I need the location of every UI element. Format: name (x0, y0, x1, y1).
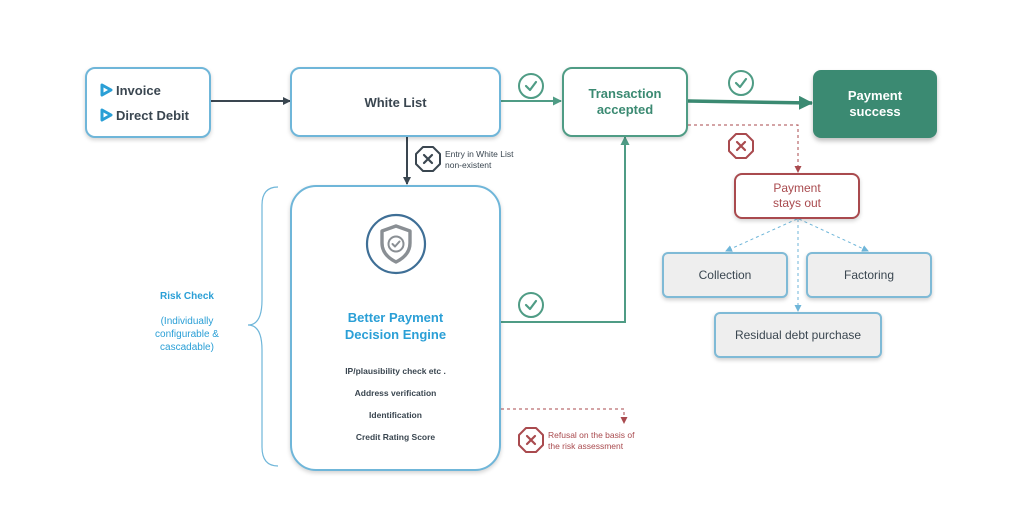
arrow-engine-to-transaction (501, 136, 630, 323)
payment-success-line1: Payment (847, 88, 903, 103)
residual-debt-label: Residual debt purchase (734, 328, 862, 342)
risk-check-brace (247, 186, 279, 467)
white-list-box: White List (290, 67, 501, 137)
engine-checks-list: IP/plausibility check etc . Address veri… (345, 365, 446, 453)
arrow-engine-to-refusal (501, 408, 628, 424)
whitelist-note-line2: non-existent (445, 160, 492, 170)
engine-title-line2: Decision Engine (344, 327, 447, 342)
refusal-note-line1: Refusal on the basis of (548, 430, 635, 440)
transaction-accepted-line2: accepted (596, 102, 654, 117)
check-circle-icon (728, 70, 754, 96)
refusal-note: Refusal on the basis of the risk assessm… (548, 430, 634, 452)
source-direct-debit-label: Direct Debit (116, 107, 189, 123)
play-outline-icon (100, 83, 113, 97)
source-invoice-label: Invoice (116, 82, 161, 98)
payment-stays-out-line1: Payment (773, 181, 821, 195)
whitelist-note: Entry in White List non-existent (445, 149, 514, 171)
risk-check-title: Risk Check (160, 291, 214, 302)
engine-check-item: Address verification (354, 388, 437, 398)
payment-stays-out-line2: stays out (772, 196, 822, 210)
payment-stays-out-box: Payment stays out (734, 173, 860, 219)
source-invoice: Invoice (99, 79, 161, 101)
transaction-accepted-line1: Transaction (588, 86, 662, 101)
risk-check-note-line2: configurable & (155, 329, 219, 340)
check-circle-icon (518, 73, 544, 99)
engine-check-item: Credit Rating Score (355, 432, 436, 442)
collection-box: Collection (662, 252, 788, 298)
whitelist-note-line1: Entry in White List (445, 149, 514, 159)
transaction-accepted-box: Transaction accepted (562, 67, 688, 137)
risk-check-note-line3: cascadable) (160, 342, 214, 353)
engine-check-item: Identification (369, 410, 422, 420)
decision-engine-box: Better Payment Decision Engine IP/plausi… (290, 185, 501, 471)
x-octagon-icon (518, 427, 544, 453)
engine-title: Better Payment Decision Engine (345, 309, 446, 343)
arrow-transaction-to-staysout (688, 124, 802, 173)
residual-debt-box: Residual debt purchase (714, 312, 882, 358)
risk-check-note: (Individually configurable & cascadable) (140, 315, 234, 354)
check-circle-icon (518, 292, 544, 318)
payment-sources-box: Invoice Direct Debit (85, 67, 211, 138)
refusal-note-line2: the risk assessment (548, 441, 624, 451)
factoring-box: Factoring (806, 252, 932, 298)
arrow-staysout-to-collection (725, 218, 798, 252)
engine-check-item: IP/plausibility check etc . (345, 366, 446, 376)
factoring-label: Factoring (843, 268, 895, 282)
collection-label: Collection (698, 268, 752, 282)
payment-success-box: Payment success (813, 70, 937, 138)
white-list-label: White List (364, 94, 427, 110)
arrow-staysout-to-factoring (798, 218, 869, 252)
x-octagon-icon (728, 133, 754, 159)
shield-check-icon (365, 213, 426, 275)
play-outline-icon (100, 108, 113, 122)
engine-title-line1: Better Payment (347, 310, 444, 325)
x-octagon-icon (415, 146, 441, 172)
risk-check-label: Risk Check (Individually configurable & … (140, 291, 234, 354)
payment-success-line2: success (849, 104, 901, 119)
arrow-transaction-to-success (687, 95, 813, 110)
risk-check-note-line1: (Individually (160, 316, 214, 327)
source-direct-debit: Direct Debit (99, 104, 189, 126)
